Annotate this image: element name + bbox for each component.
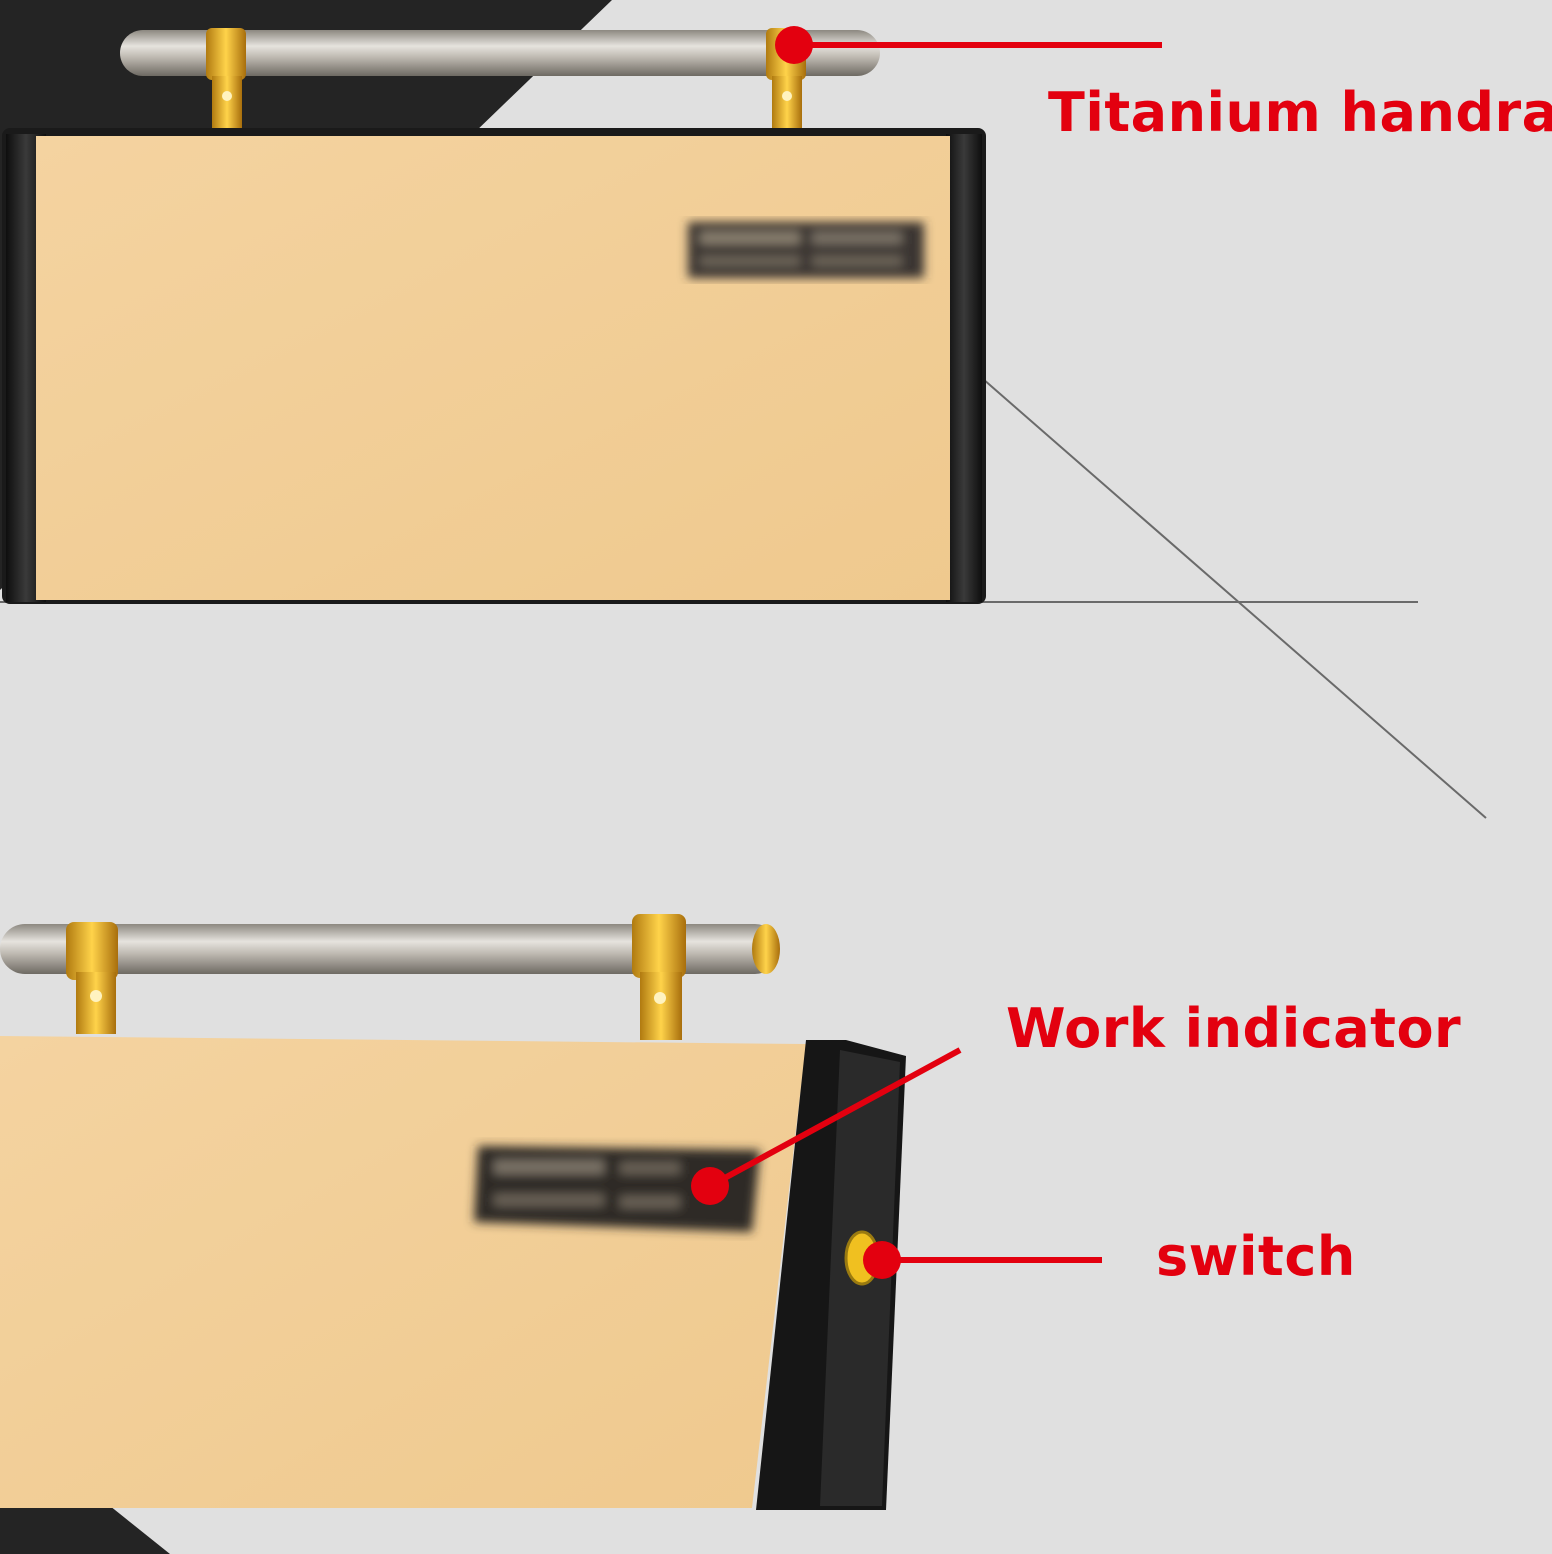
bottom-rail-bracket-right [632, 914, 686, 1040]
top-rail-bracket-left [206, 28, 246, 130]
callout-switch [863, 1241, 1102, 1279]
bottom-nameplate [474, 1146, 760, 1232]
top-nameplate [688, 222, 924, 278]
callout-dot-indicator [691, 1167, 729, 1205]
callout-indicator [691, 1047, 962, 1205]
switch-label: switch [1156, 1225, 1356, 1288]
top-device [2, 28, 986, 604]
bottom-rail-bracket-left [66, 922, 118, 1034]
work-indicator-label: Work indicator [1006, 997, 1462, 1060]
bottom-device [0, 914, 906, 1510]
bottom-handrail-bar [0, 924, 780, 974]
bottom-device-panel [0, 1036, 806, 1508]
dark-corner-bottom [0, 1498, 170, 1554]
callout-handrail [775, 26, 1162, 64]
top-handrail-bar [120, 30, 880, 76]
bottom-rail-endcap [752, 924, 780, 974]
top-device-frame-right [946, 134, 982, 602]
titanium-handrail-label: Titanium handrail [1048, 81, 1552, 144]
callout-dot-handrail [775, 26, 813, 64]
top-device-panel [36, 136, 950, 600]
callout-dot-switch [863, 1241, 901, 1279]
guide-line-diagonal [974, 371, 1487, 819]
